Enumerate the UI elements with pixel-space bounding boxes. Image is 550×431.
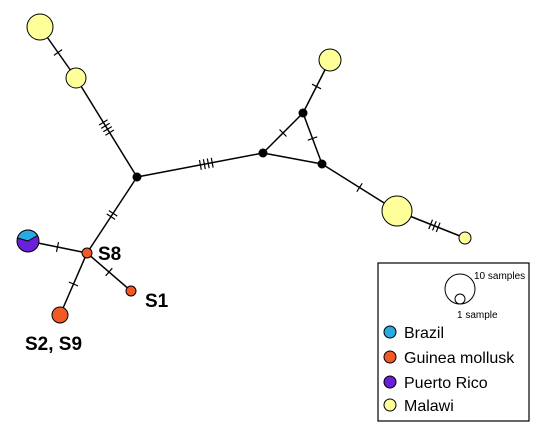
median-vector-node (132, 172, 142, 182)
legend-swatch-brazil (383, 325, 397, 339)
mutation-tick (307, 136, 318, 141)
mutation-tick (106, 213, 116, 220)
mutation-tick (102, 126, 113, 133)
mutation-tick (202, 159, 206, 170)
mutation-tick (108, 210, 118, 217)
scale-label-large: 10 samples (474, 271, 525, 282)
edge (262, 152, 323, 165)
haplotype-node-s2-s9 (51, 306, 69, 324)
mutation-tick (435, 222, 441, 233)
haplotype-node-malawi (458, 231, 472, 245)
legend-box (377, 262, 530, 422)
legend-swatch-malawi (383, 398, 397, 412)
mutation-tick (105, 129, 115, 136)
mutation-tick (279, 129, 287, 137)
haplotype-nodes (16, 13, 472, 324)
edge (86, 176, 138, 254)
mutation-tick (311, 83, 322, 90)
mutation-tick (428, 219, 434, 230)
haplotype-node-malawi (65, 67, 87, 89)
median-vector-node (317, 159, 327, 169)
edge (75, 77, 138, 178)
mutation-ticks (53, 49, 441, 287)
haplotype-node-malawi (318, 48, 342, 72)
mutation-tick (68, 281, 79, 287)
scale-circle-small (454, 293, 466, 305)
mutation-tick (55, 241, 60, 253)
median-vector-node (258, 148, 268, 158)
haplotype-node-s1 (125, 285, 137, 297)
mutation-tick (198, 159, 202, 170)
mutation-tick (206, 158, 210, 169)
median-vector-node (298, 108, 308, 118)
mutation-tick (210, 157, 214, 168)
legend-swatch-puerto-rico (383, 375, 397, 389)
mutation-tick (100, 122, 111, 129)
haplotype-node-s8 (81, 247, 93, 259)
legend-label-guinea-mollusk: Guinea mollusk (404, 350, 515, 367)
mutation-tick (98, 119, 108, 126)
label-s8: S8 (98, 244, 121, 265)
haplotype-node-malawi (381, 195, 413, 227)
legend: 10 samples 1 sample Brazil Guinea mollus… (377, 262, 530, 422)
scale-label-small: 1 sample (457, 310, 498, 321)
legend-swatch-guinea-mollusk (383, 350, 397, 364)
legend-label-brazil: Brazil (404, 325, 444, 342)
mutation-tick (432, 220, 437, 231)
haplotype-slice-brazil (16, 229, 39, 242)
haplotype-node-malawi (26, 13, 54, 41)
mutation-tick (53, 49, 63, 56)
mutation-tick (105, 267, 113, 277)
legend-label-puerto-rico: Puerto Rico (404, 375, 488, 392)
label-s1: S1 (145, 291, 169, 312)
mutation-tick (356, 182, 363, 193)
legend-label-malawi: Malawi (404, 398, 454, 415)
label-s2-s9: S2, S9 (25, 334, 82, 355)
